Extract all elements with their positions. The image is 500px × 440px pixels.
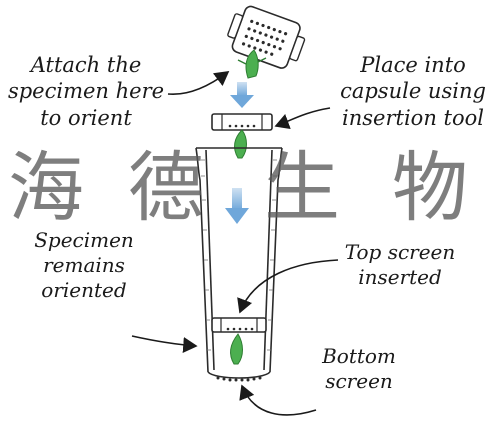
label-attach-line-3: to orient [40,105,132,130]
specimen-leaf-bottom [230,333,243,365]
label-remains-line-2: remains [43,253,125,277]
label-top-screen-inserted: Top screen inserted [330,240,470,290]
arrow-bottom [239,384,317,416]
top-screen-before-insertion [211,113,273,131]
label-bottom-screen: Bottom screen [306,344,412,394]
arrow-remains [131,335,198,353]
specimen-leaf-middle [234,129,247,159]
arrow-attach [167,71,230,95]
watermark-char-3: 生 [264,143,340,232]
label-attach-line-2: specimen here [7,79,165,104]
label-remains-line-1: Specimen [34,228,134,252]
label-top-screen-line-1: Top screen [344,240,456,264]
label-place-line-2: capsule using [340,79,486,104]
label-specimen-remains-oriented: Specimen remains oriented [18,228,150,303]
specimen-leaf-top [245,49,259,79]
label-place-line-1: Place into [360,53,466,77]
label-place-into-capsule: Place into capsule using insertion tool [328,52,498,131]
blue-down-arrow-1 [230,82,254,108]
capsule-hatching [201,159,277,351]
label-attach-specimen: Attach the specimen here to orient [6,52,166,131]
label-top-screen-line-2: inserted [358,265,442,289]
label-bottom-line-2: screen [325,369,393,393]
label-attach-line-1: Attach the [30,53,142,77]
label-bottom-line-1: Bottom [322,344,396,368]
tilted-screen-with-specimen [227,5,306,69]
watermark-char-2: 德 [128,143,204,232]
label-remains-line-3: oriented [41,278,127,302]
capsule [195,147,283,379]
top-screen-inserted [211,317,267,333]
label-place-line-3: insertion tool [342,105,484,130]
arrow-top-screen [237,259,339,314]
arrow-place [274,107,331,129]
watermark-char-4: 物 [392,143,468,232]
bottom-screen [216,376,262,382]
blue-down-arrow-2 [225,188,249,224]
watermark-char-1: 海 [8,143,84,232]
